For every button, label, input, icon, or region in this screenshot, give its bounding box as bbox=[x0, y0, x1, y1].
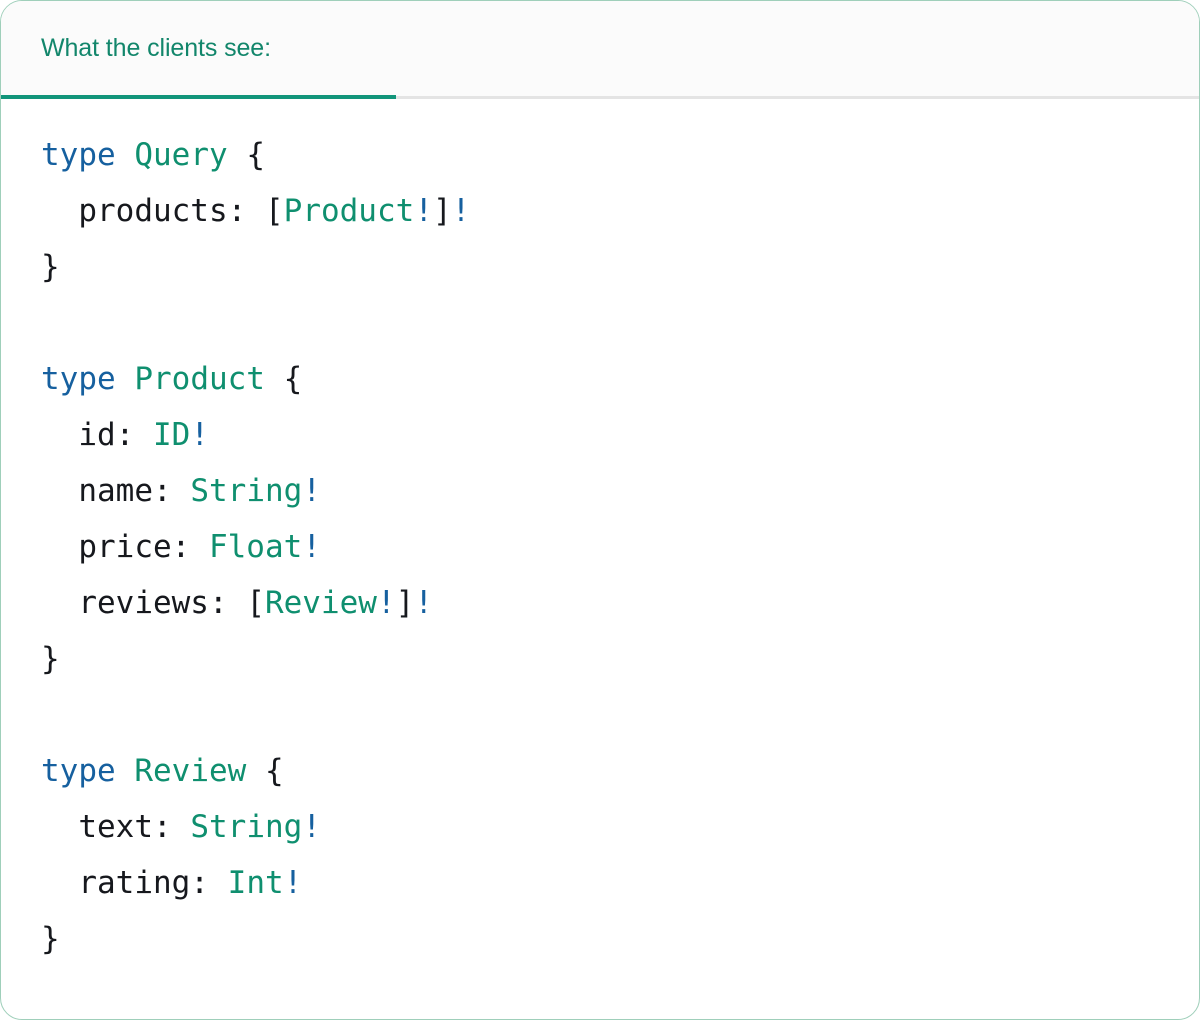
code-token-tname: Product bbox=[134, 361, 265, 397]
code-token-bang: ! bbox=[302, 529, 321, 565]
code-token-punc bbox=[172, 473, 191, 509]
code-blank-line bbox=[41, 295, 1159, 351]
code-token-punc: { bbox=[264, 753, 284, 789]
code-token-punc: ] bbox=[395, 585, 415, 621]
code-token-punc: [ bbox=[264, 193, 284, 229]
code-token-punc bbox=[116, 137, 135, 173]
code-blank-line bbox=[41, 687, 1159, 743]
tab-strip: What the clients see: bbox=[1, 1, 1199, 99]
code-token-fld: products: bbox=[78, 193, 247, 229]
code-token-punc: } bbox=[41, 249, 60, 285]
code-token-tname: String bbox=[190, 473, 303, 509]
code-token-punc bbox=[228, 585, 247, 621]
code-token-bang: ! bbox=[414, 193, 433, 229]
tab-label: What the clients see: bbox=[41, 33, 271, 62]
code-token-tname: Int bbox=[227, 865, 284, 901]
code-line: } bbox=[41, 911, 1159, 967]
code-token-bang: ! bbox=[376, 585, 396, 621]
code-line: text: String! bbox=[41, 799, 1159, 855]
code-token-punc: ] bbox=[432, 193, 452, 229]
code-line: name: String! bbox=[41, 463, 1159, 519]
code-indent bbox=[41, 809, 78, 845]
code-token-punc bbox=[246, 753, 265, 789]
code-token-fld: reviews: bbox=[78, 585, 228, 621]
code-line: } bbox=[41, 239, 1159, 295]
code-line: rating: Int! bbox=[41, 855, 1159, 911]
code-indent bbox=[41, 473, 78, 509]
code-token-tname: Review bbox=[264, 585, 377, 621]
code-line: price: Float! bbox=[41, 519, 1159, 575]
code-token-kw: type bbox=[41, 361, 116, 397]
code-line: id: ID! bbox=[41, 407, 1159, 463]
code-token-punc bbox=[116, 361, 135, 397]
code-token-kw: type bbox=[41, 137, 116, 173]
tab-what-the-clients-see[interactable]: What the clients see: bbox=[1, 1, 396, 99]
code-token-punc bbox=[209, 865, 228, 901]
code-token-fld: text: bbox=[78, 809, 172, 845]
code-token-fld: price: bbox=[78, 529, 191, 565]
code-token-bang: ! bbox=[302, 809, 321, 845]
code-line: type Query { bbox=[41, 127, 1159, 183]
code-token-tname: String bbox=[190, 809, 303, 845]
code-token-punc bbox=[246, 193, 265, 229]
code-line: products: [Product!]! bbox=[41, 183, 1159, 239]
code-indent bbox=[41, 529, 78, 565]
code-token-bang: ! bbox=[451, 193, 471, 229]
code-token-punc: { bbox=[283, 361, 303, 397]
code-token-punc bbox=[172, 809, 191, 845]
code-root: type Query { products: [Product!]! } typ… bbox=[41, 127, 1159, 967]
code-token-punc bbox=[116, 753, 135, 789]
code-line: reviews: [Review!]! bbox=[41, 575, 1159, 631]
code-token-tname: Float bbox=[208, 529, 303, 565]
code-token-bang: ! bbox=[302, 473, 321, 509]
code-indent bbox=[41, 193, 78, 229]
code-indent bbox=[41, 585, 78, 621]
code-token-punc: [ bbox=[246, 585, 265, 621]
code-token-tname: Product bbox=[283, 193, 415, 229]
code-token-punc: } bbox=[41, 921, 60, 957]
code-token-fld: id: bbox=[78, 417, 135, 453]
code-token-fld: name: bbox=[78, 473, 172, 509]
code-indent bbox=[41, 865, 78, 901]
graphql-schema-code: type Query { products: [Product!]! } typ… bbox=[41, 127, 1159, 967]
code-token-tname: ID bbox=[153, 417, 191, 453]
code-indent bbox=[41, 417, 78, 453]
code-token-kw: type bbox=[41, 753, 116, 789]
code-token-punc bbox=[190, 529, 209, 565]
code-token-fld: rating: bbox=[78, 865, 209, 901]
code-token-punc bbox=[228, 137, 247, 173]
code-token-bang: ! bbox=[414, 585, 433, 621]
code-block: type Query { products: [Product!]! } typ… bbox=[1, 99, 1199, 1019]
code-token-punc: { bbox=[246, 137, 265, 173]
code-token-tname: Query bbox=[134, 137, 228, 173]
code-line: type Product { bbox=[41, 351, 1159, 407]
code-line: type Review { bbox=[41, 743, 1159, 799]
code-token-bang: ! bbox=[190, 417, 209, 453]
code-line: } bbox=[41, 631, 1159, 687]
code-token-punc: } bbox=[41, 641, 60, 677]
code-token-bang: ! bbox=[283, 865, 303, 901]
code-token-punc bbox=[134, 417, 153, 453]
code-token-punc bbox=[265, 361, 284, 397]
code-token-tname: Review bbox=[134, 753, 247, 789]
